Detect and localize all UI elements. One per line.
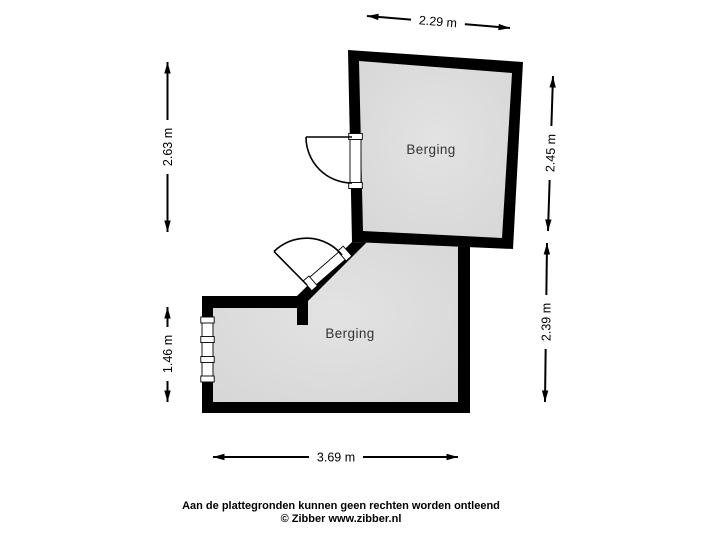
dimension-left-lower: 1.46 m <box>159 307 176 402</box>
door-upper <box>305 133 363 189</box>
door-upper-opening <box>349 135 362 187</box>
dimension-label-bg <box>410 11 466 32</box>
room-upper-floor <box>359 61 512 238</box>
window-icon <box>201 316 214 383</box>
footer-disclaimer: Aan de plattegronden kunnen geen rechten… <box>182 500 500 512</box>
dimension-top: 2.29 m <box>366 11 511 32</box>
window-mullion-2 <box>200 356 215 363</box>
window-left <box>200 316 215 383</box>
dimension-label-bg <box>537 295 555 349</box>
footer: Aan de plattegronden kunnen geen rechten… <box>0 500 682 526</box>
room-label-upper: Berging <box>406 142 455 157</box>
room-lower-floor <box>213 241 458 402</box>
dimension-label: 2.63 m <box>161 128 175 166</box>
window-cap-top <box>200 316 215 324</box>
door-lower-swing-arc-icon <box>273 237 343 256</box>
dimension-left-upper: 2.63 m <box>159 62 176 232</box>
dimension-label-bg <box>159 120 176 174</box>
dimension-right-lower: 2.39 m <box>537 242 555 403</box>
dimension-label: 2.45 m <box>543 134 558 173</box>
footer-copyright: © Zibber www.zibber.nl <box>280 513 402 525</box>
dimension-label-bg <box>309 448 363 466</box>
door-upper-swing-arc-icon <box>305 136 353 184</box>
door-lower <box>273 237 353 292</box>
dimension-label: 3.69 m <box>317 450 355 464</box>
door-upper-cap-bottom <box>348 182 363 189</box>
window-mullion-1 <box>200 336 215 343</box>
dimension-label: 1.46 m <box>161 335 175 373</box>
door-lower-cap-end <box>336 245 353 262</box>
door-lower-leaf <box>273 250 308 286</box>
window-cap-bottom <box>200 375 215 383</box>
dimension-right-upper: 2.45 m <box>541 75 560 232</box>
dimension-label: 2.39 m <box>539 303 553 341</box>
dimension-label: 2.29 m <box>418 13 457 30</box>
dimension-bottom: 3.69 m <box>213 448 458 466</box>
dimension-label-bg <box>541 125 560 181</box>
room-lower <box>202 241 470 413</box>
dimension-label-bg <box>159 327 176 381</box>
room-label-lower: Berging <box>325 326 374 341</box>
room-upper <box>348 50 523 249</box>
door-lower-cap-start <box>302 275 319 292</box>
